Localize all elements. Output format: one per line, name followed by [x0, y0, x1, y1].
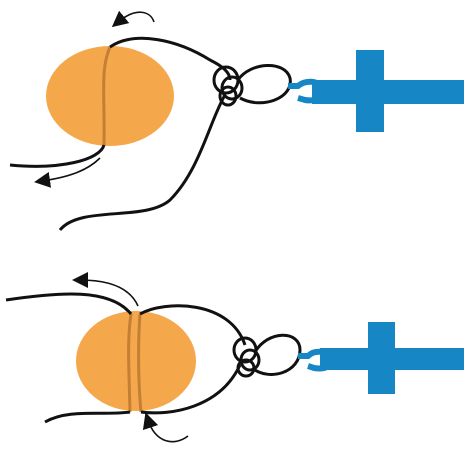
- panel-top: [9, 10, 464, 232]
- knot-icon: [232, 336, 261, 378]
- arrow-icon-bottom-bottom: [142, 412, 189, 443]
- cord-loop-clip: [251, 333, 302, 376]
- arrow-icon-top-up: [111, 10, 155, 28]
- cord-lower-left: [44, 410, 131, 424]
- bead-icon: [76, 311, 196, 411]
- clip-icon: [298, 322, 464, 394]
- bead-icon: [46, 46, 174, 146]
- cord-lower-left: [9, 144, 106, 168]
- cord-loop-clip: [236, 64, 292, 105]
- cord-upper-right: [139, 304, 247, 346]
- panel-bottom: [5, 272, 464, 443]
- cord-upper-left: [5, 292, 133, 315]
- clip-icon: [288, 50, 464, 132]
- bead-seam: [102, 46, 112, 146]
- cord-upper: [109, 36, 232, 81]
- bead-seam: [127, 313, 133, 413]
- arrow-icon-bottom-up: [72, 272, 139, 307]
- cord-loop-lower: [58, 94, 227, 232]
- bead-seam-2: [137, 313, 143, 413]
- arrow-icon-top-left: [34, 157, 101, 188]
